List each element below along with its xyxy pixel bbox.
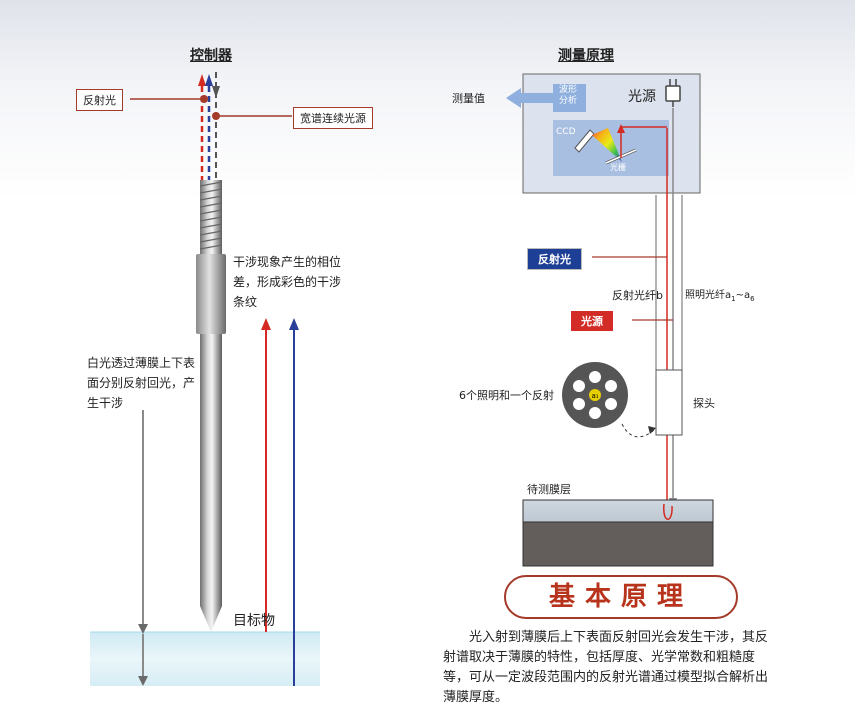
source-dot xyxy=(212,112,220,120)
illum-fiber-sub1: 1 xyxy=(731,295,736,303)
principle-text-line1: 光入射到薄膜后上下表面反射回光会发生干涉，其反 xyxy=(443,630,769,645)
incident-arrow-2 xyxy=(138,634,148,686)
cross-section-pointer xyxy=(621,423,655,438)
probe-box xyxy=(655,369,683,436)
white-light-note-line2: 面分别反射回光，产 xyxy=(87,376,196,390)
reflected-light-label: 反射光 xyxy=(76,89,123,111)
grating-label: 光栅 xyxy=(610,163,626,172)
target-label: 目标物 xyxy=(233,613,275,629)
ccd-label: CCD xyxy=(556,127,576,137)
six-fibers-label: 6个照明和一个反射 xyxy=(459,389,554,402)
left-diagram xyxy=(90,72,320,686)
illum-fiber-sub2: 6 xyxy=(750,295,755,303)
measurement-principle-title: 测量原理 xyxy=(558,48,614,64)
interference-note-line1: 干涉现象产生的相位 xyxy=(233,255,342,269)
probe-shaft xyxy=(200,334,222,606)
film-layer-label: 待测膜层 xyxy=(527,483,571,496)
target-film xyxy=(90,632,320,686)
white-light-note-line1: 白光透过薄膜上下表 xyxy=(87,356,196,370)
principle-text-line2: 射谱取决于薄膜的特性，包括厚度、光学常数和粗糙度 xyxy=(443,650,756,665)
reflected-light-dot xyxy=(200,95,208,103)
probe-tip xyxy=(200,606,222,632)
film-layer xyxy=(522,499,714,523)
principle-text-line3: 等，可从一定波段范围内的反射光谱通过模型拟合解析出 xyxy=(443,670,769,685)
probe-thread xyxy=(199,180,223,255)
controller-title: 控制器 xyxy=(190,48,232,64)
waveform-line2: 分析 xyxy=(559,96,578,106)
light-source-label: 光源 xyxy=(628,89,656,105)
illum-fiber-tilde: ~a xyxy=(735,290,751,301)
basic-principle-heading: 基本原理 xyxy=(504,575,738,619)
plug-icon xyxy=(665,79,681,107)
reflected-arrow-blue xyxy=(289,318,299,686)
interference-note-line3: 条纹 xyxy=(233,295,258,309)
waveform-analysis-box xyxy=(553,84,586,112)
waveform-line1: 波形 xyxy=(559,85,578,95)
red-up-arrow xyxy=(198,74,206,86)
blue-up-arrow xyxy=(205,74,213,86)
illum-fiber-prefix: 照明光纤a xyxy=(685,290,732,301)
interference-note-line2: 差，形成彩色的干涉 xyxy=(233,275,342,289)
probe-sleeve xyxy=(196,254,226,334)
right-diagram: a₁ xyxy=(506,73,714,567)
illum-fiber-label: 照明光纤a1~a6 xyxy=(685,286,755,309)
fiber-a1: a₁ xyxy=(591,392,598,400)
measured-value-label: 测量值 xyxy=(452,92,485,105)
fiber-bundle xyxy=(644,108,683,505)
reflected-light-tag: 反射光 xyxy=(527,248,582,270)
ccd-sensor xyxy=(574,129,595,153)
substrate xyxy=(522,521,714,567)
reflect-fiber-label: 反射光纤b xyxy=(612,289,663,302)
spectrum-fan xyxy=(592,128,622,162)
fiber-cross-section xyxy=(562,362,628,428)
incident-arrow-1 xyxy=(138,410,148,634)
grey-down-arrow xyxy=(212,86,220,98)
reflected-arrow-red xyxy=(261,318,271,632)
measured-value-arrow xyxy=(506,88,554,108)
broadband-source-label: 宽谱连续光源 xyxy=(293,107,373,129)
probe-label: 探头 xyxy=(693,397,715,410)
principle-text-line4: 薄膜厚度。 xyxy=(443,690,509,705)
white-light-note-line3: 生干涉 xyxy=(87,396,124,410)
source-tag: 光源 xyxy=(571,311,613,331)
